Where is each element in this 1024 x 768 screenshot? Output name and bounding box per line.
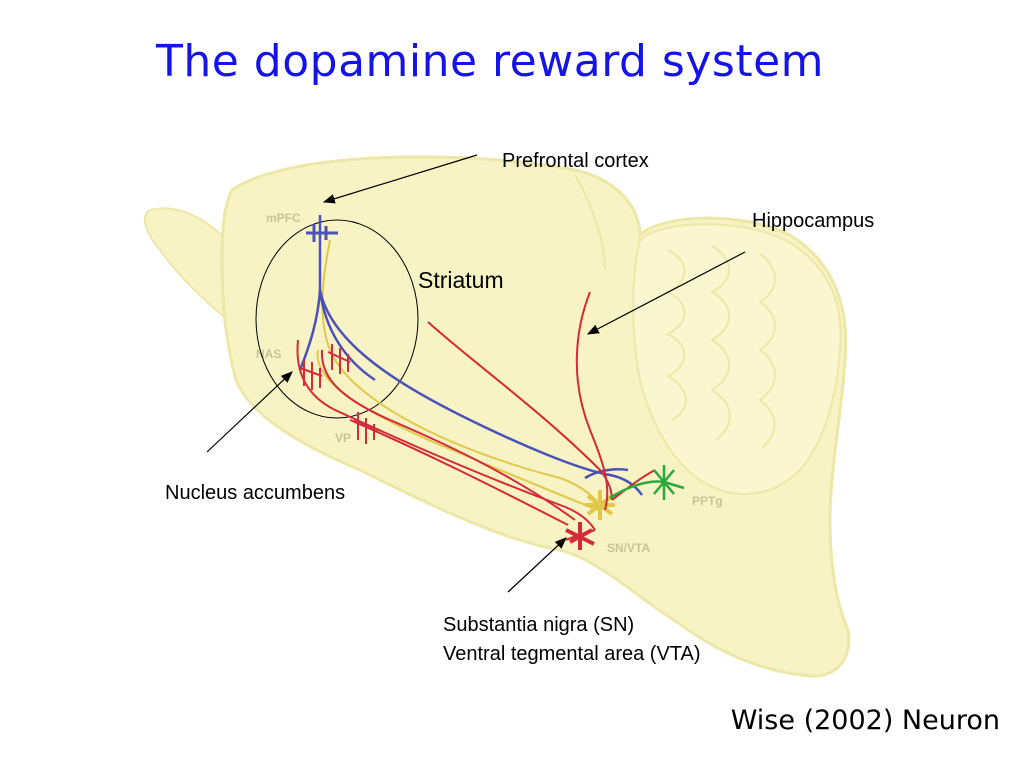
citation: Wise (2002) Neuron [730,705,1000,736]
nucleus-accumbens-arrow [206,371,293,453]
region-label-snvta: SN/VTA [607,541,650,555]
label-vta: Ventral tegmental area (VTA) [443,643,701,665]
region-label-vp: VP [335,431,351,445]
blue-pathway [298,215,644,496]
region-label-pptg: PPTg [692,494,723,508]
prefrontal-arrow [322,154,478,204]
region-label-mpfc: mPFC [266,211,301,225]
label-prefrontal-cortex: Prefrontal cortex [502,150,649,172]
red-pathway [296,291,656,541]
label-nucleus-accumbens: Nucleus accumbens [165,482,346,504]
blue-neuron [306,224,338,242]
cerebellum [632,223,842,495]
green-pathway [609,465,685,500]
label-striatum: Striatum [418,267,504,293]
page-title: The dopamine reward system [155,36,825,87]
yellow-neuron [585,490,615,520]
striatum-circle [255,219,419,419]
sn-vta-arrow [507,537,567,593]
label-hippocampus: Hippocampus [752,210,875,232]
brain-fold-line [574,174,606,271]
hippocampus-arrow [586,251,746,335]
red-neuron-terminals [299,344,379,444]
brain-silhouette [143,155,851,678]
label-substantia-nigra: Substantia nigra (SN) [443,614,635,636]
red-neuron-body [565,522,595,550]
cerebellum-folds [665,245,776,449]
